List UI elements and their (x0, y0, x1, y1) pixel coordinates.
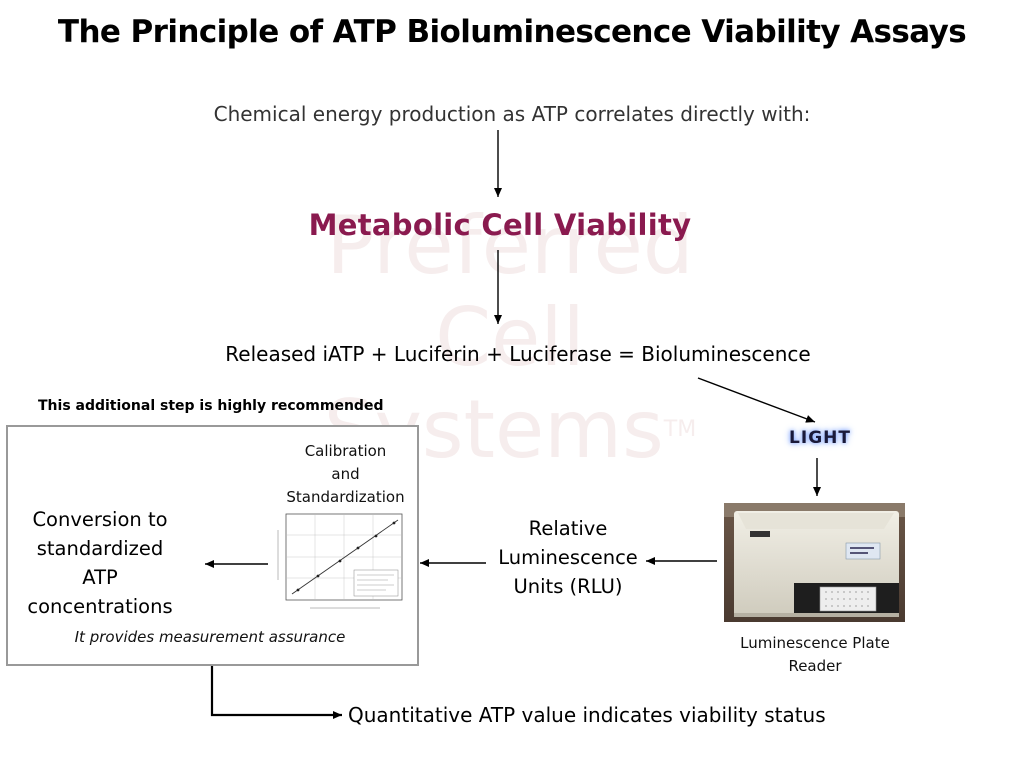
rlu-line-1: Relative (528, 517, 608, 540)
metabolic-viability-label: Metabolic Cell Viability (308, 208, 692, 242)
conversion-label: Conversion to standardized ATP concentra… (10, 505, 190, 621)
plate-reader-caption: Luminescence Plate Reader (720, 632, 910, 678)
rlu-line-2: Luminescence (498, 546, 638, 569)
watermark-line-2: Cell (435, 291, 585, 384)
conversion-line-4: concentrations (27, 595, 173, 618)
plate-reader-line-1: Luminescence Plate (740, 634, 890, 652)
plate-reader-photo (724, 503, 905, 622)
plate-reader-line-2: Reader (788, 657, 842, 675)
subtitle: Chemical energy production as ATP correl… (213, 102, 811, 126)
watermark-line-1: Preferred (326, 199, 694, 292)
assurance-note: It provides measurement assurance (74, 628, 346, 646)
bioluminescence-equation: Released iATP + Luciferin + Luciferase =… (225, 342, 811, 366)
arrow-box-to-quantitative (210, 666, 342, 719)
arrow-equation-to-light (697, 377, 816, 423)
conversion-line-1: Conversion to (32, 508, 168, 531)
conversion-line-2: standardized (36, 537, 164, 560)
rlu-label: Relative Luminescence Units (RLU) (488, 514, 648, 601)
rlu-line-3: Units (RLU) (513, 575, 623, 598)
calibration-line-2: and (331, 465, 360, 483)
conversion-line-3: ATP (82, 566, 118, 589)
calibration-line-1: Calibration (304, 442, 387, 460)
calibration-label: Calibration and Standardization (278, 440, 413, 509)
quantitative-result-label: Quantitative ATP value indicates viabili… (348, 703, 826, 727)
calibration-curve-thumbnail (270, 510, 406, 614)
recommendation-note: This additional step is highly recommend… (38, 398, 384, 414)
calibration-line-3: Standardization (286, 488, 405, 506)
page-title: The Principle of ATP Bioluminescence Via… (57, 14, 967, 50)
light-label: LIGHT (789, 428, 851, 448)
trademark-mark: TM (663, 417, 697, 442)
